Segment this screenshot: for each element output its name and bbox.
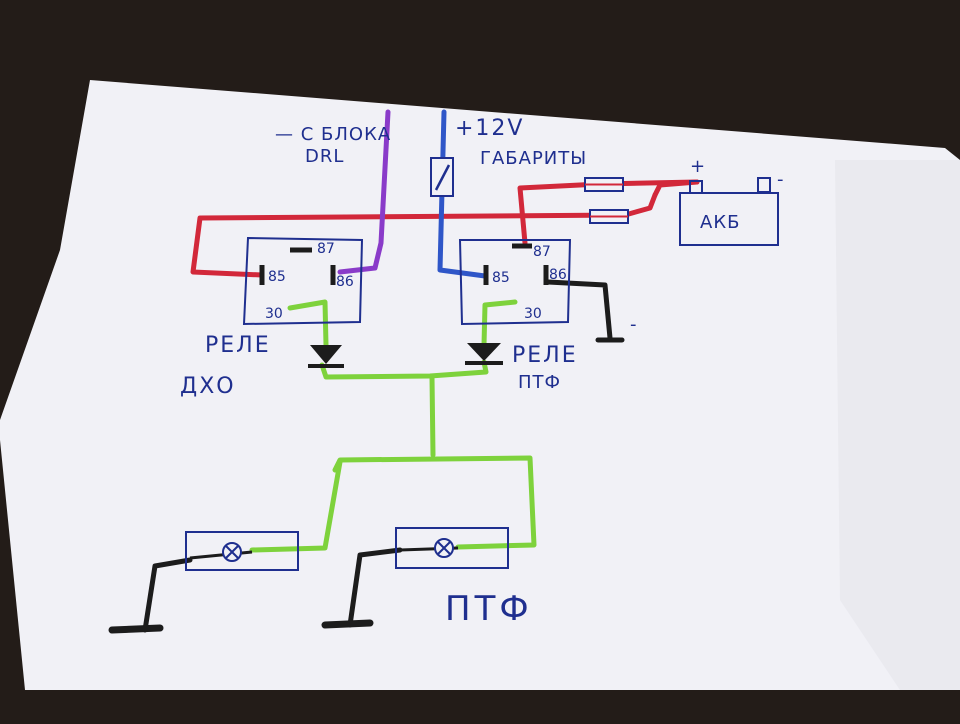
fog-lamp-left-housing [185, 531, 299, 571]
red-wire-fuse2 [652, 179, 700, 198]
relay-fog-pin87-label: 87 [533, 244, 551, 260]
green-wires [249, 299, 537, 553]
relay-drl [242, 236, 364, 326]
relay-drl-pin87-label: 87 [317, 241, 335, 257]
relay-drl-label-line1: РЕЛЕ [205, 333, 271, 358]
green-wire-trunk [429, 374, 436, 458]
battery-minus-label: - [777, 169, 785, 190]
paper-sheet [0, 80, 960, 690]
black-wire-lamp2 [347, 547, 403, 628]
relay-fog-pin30-label: 30 [524, 306, 542, 322]
fog-lamp-left [185, 531, 299, 571]
fog-lamp-right-housing [395, 527, 509, 569]
red-wires [190, 179, 700, 278]
lamp-icon [222, 542, 242, 562]
parking-lights-label: ГАБАРИТЫ [480, 148, 587, 169]
green-wire-lamp1 [249, 459, 343, 553]
fog-lamp-right [395, 527, 509, 569]
green-wire-drl-30 [287, 299, 329, 348]
plus12v-label: +12V [455, 116, 524, 141]
drl-source-label-line2: DRL [305, 146, 344, 167]
fuse-icon [589, 209, 629, 224]
ground-icon [108, 624, 164, 634]
relay-drl-label-line2: ДХО [180, 374, 236, 399]
red-wire-feed [517, 179, 700, 246]
switch-icon [430, 157, 454, 197]
relay-fog-pin85-label: 85 [492, 270, 510, 286]
battery-terminal-minus [757, 177, 771, 193]
ground-icon [321, 619, 374, 629]
relay-fog-pin86-label: 86 [549, 267, 567, 283]
red-wire-main [190, 192, 658, 278]
relay-fog-label-line1: РЕЛЕ [512, 343, 578, 368]
relay-drl-box [242, 236, 364, 326]
black-wires [142, 279, 613, 633]
paper-shadow [835, 160, 960, 690]
lamp-icon [434, 538, 454, 558]
black-wire-fog-86 [545, 279, 613, 341]
battery-plus-label: + [690, 156, 706, 177]
black-wire-lamp1 [142, 557, 193, 633]
relay-fog [458, 239, 572, 326]
battery-terminal-plus [689, 180, 703, 194]
ground-minus-label: - [630, 314, 638, 335]
green-wire-fog-30 [481, 299, 518, 348]
relay-drl-pin86-label: 86 [336, 274, 354, 290]
battery-label: АКБ [700, 212, 740, 233]
battery-box [679, 192, 779, 246]
relay-fog-label-line2: ПТФ [518, 372, 561, 393]
fuse-icon [584, 177, 624, 192]
relay-drl-pin30-label: 30 [265, 306, 283, 322]
relay-fog-box [458, 239, 572, 326]
drl-source-label-line1: — С БЛОКА [275, 124, 391, 145]
diode-icon [465, 343, 503, 365]
diode-icon [308, 345, 344, 368]
fog-lamps-label: ПТФ [445, 589, 533, 629]
relay-drl-pin85-label: 85 [268, 269, 286, 285]
purple-wire [337, 109, 391, 275]
battery-icon [679, 177, 779, 246]
